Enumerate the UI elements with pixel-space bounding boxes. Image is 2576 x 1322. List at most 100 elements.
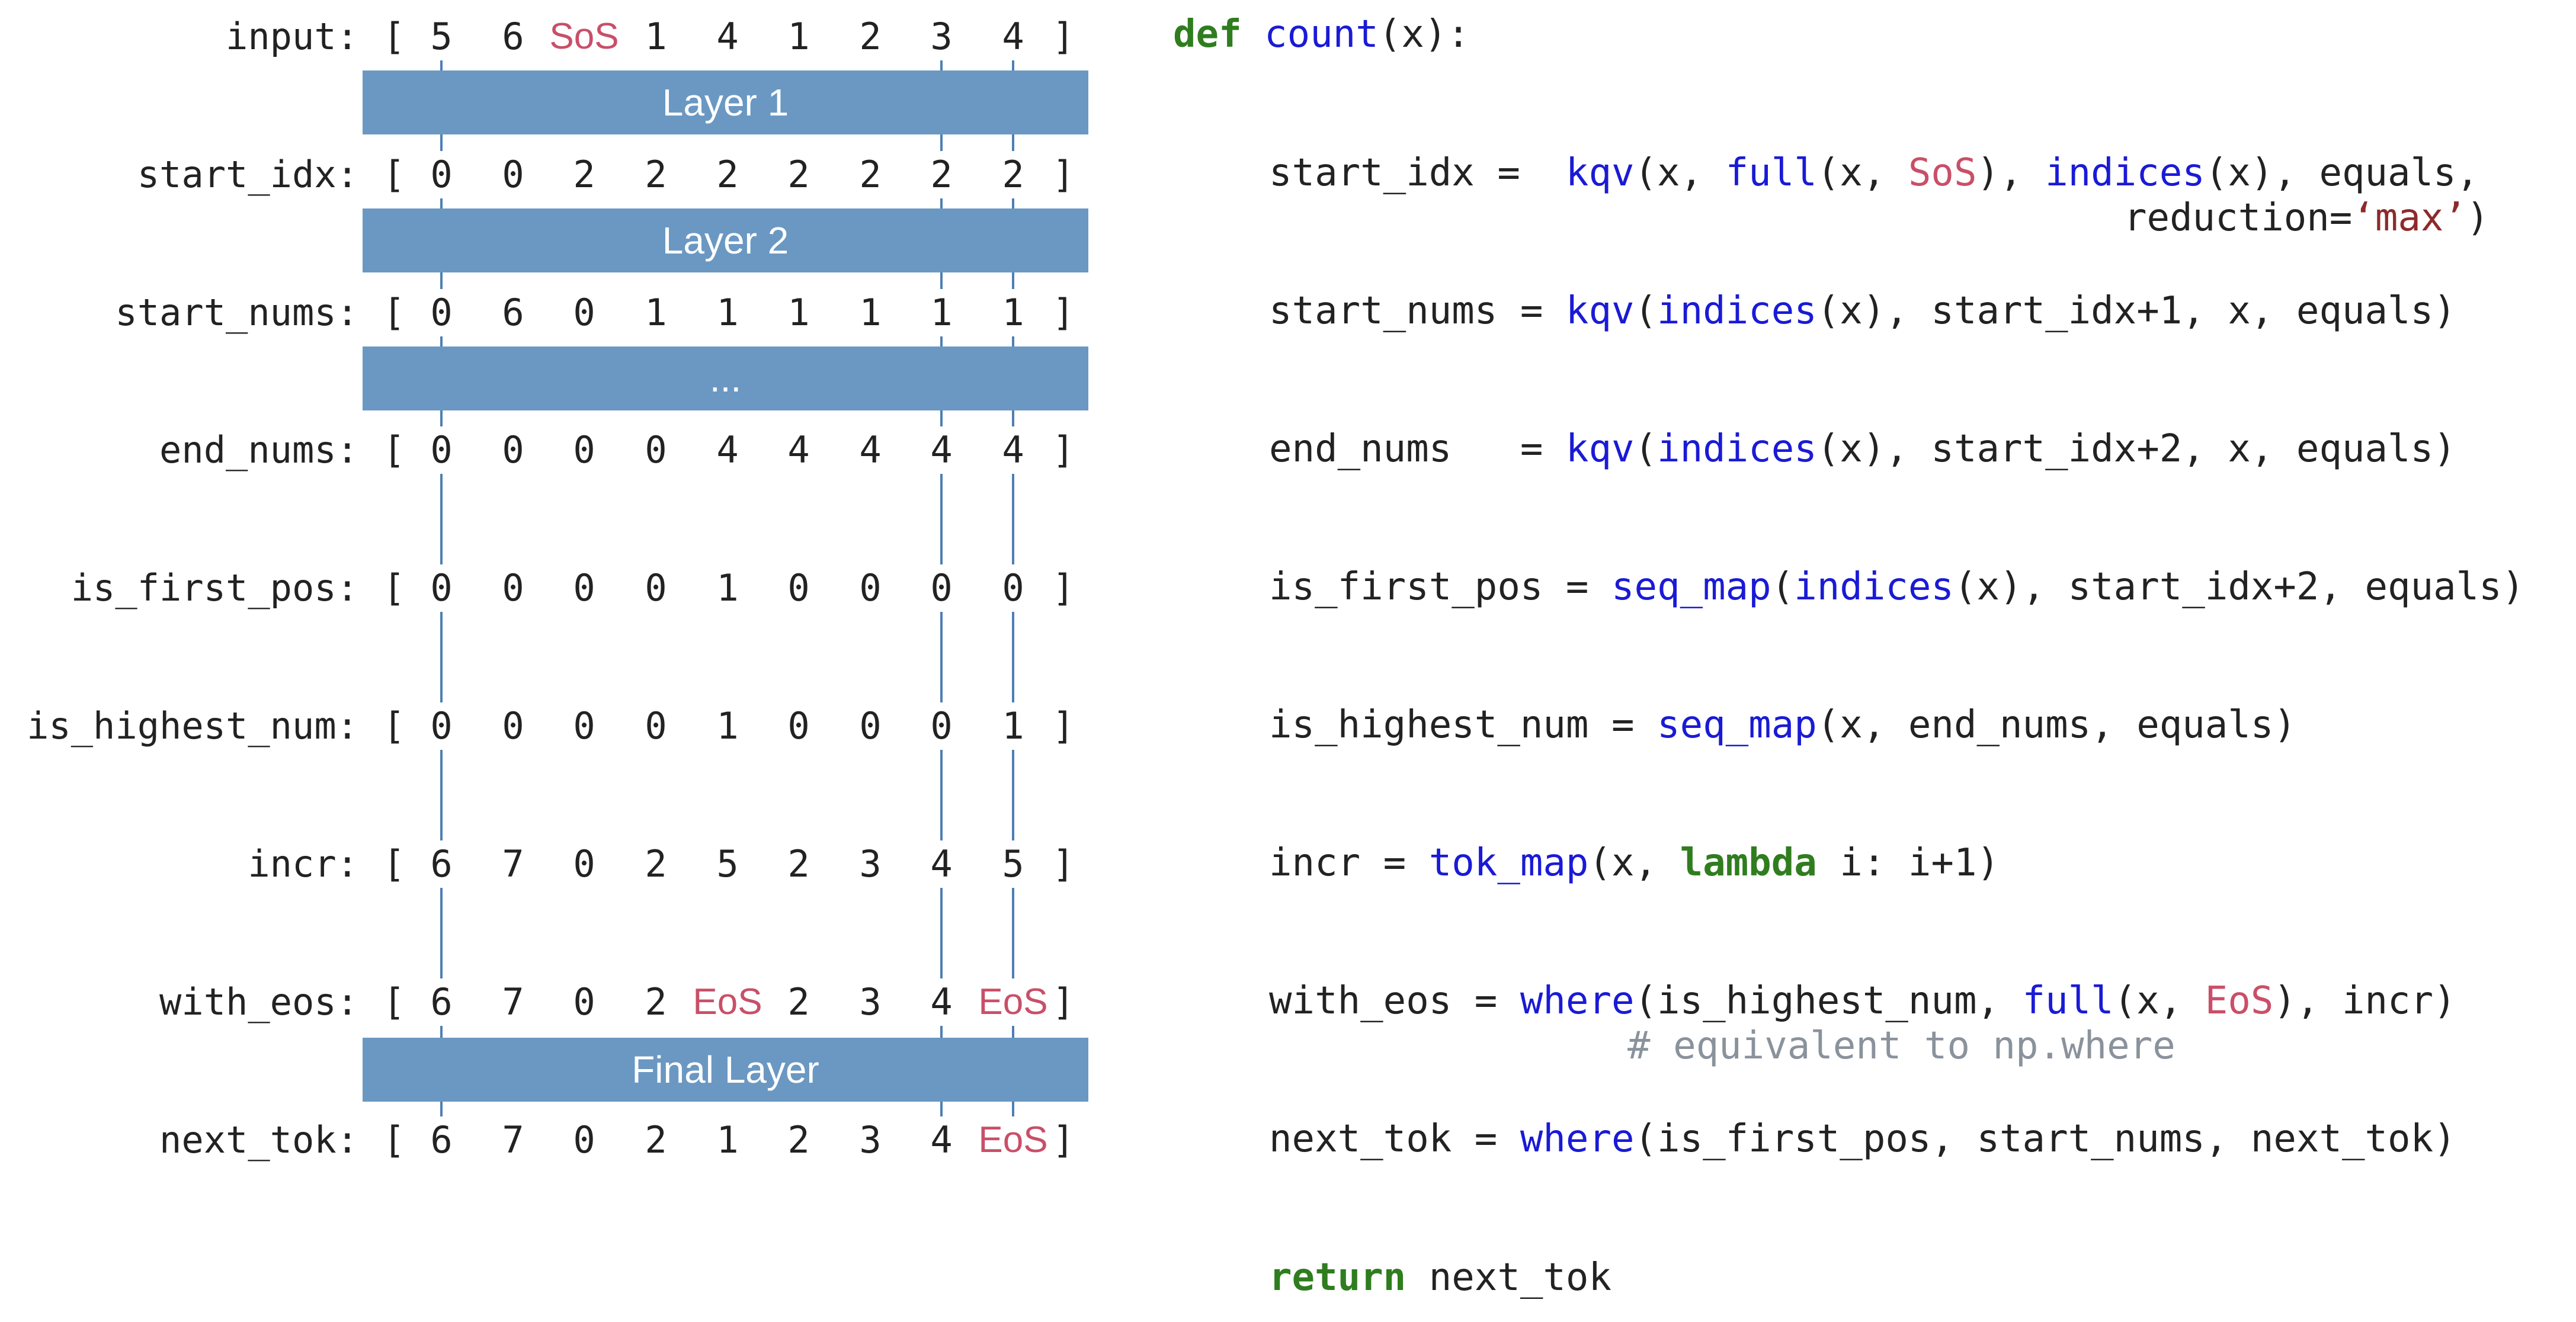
token-cell: 6 xyxy=(421,978,462,1026)
token-cell: 4 xyxy=(921,426,962,474)
token-cell: 5 xyxy=(992,840,1034,888)
code-function: seq_map xyxy=(1611,565,1771,609)
token-cell: 0 xyxy=(635,564,677,612)
code-line: return next_tok xyxy=(1269,1254,1611,1301)
token-cell: 4 xyxy=(992,426,1034,474)
token-cell: 7 xyxy=(492,978,534,1026)
token-cell: 0 xyxy=(563,426,605,474)
code-function: where xyxy=(1520,979,1635,1023)
code-line: is_highest_num = seq_map(x, end_nums, eq… xyxy=(1269,701,2296,749)
close-bracket: ] xyxy=(1052,428,1075,471)
code-text: ), xyxy=(1976,151,2046,195)
code-text: start_nums = xyxy=(1269,289,1566,333)
code-comment: # equivalent to np.where xyxy=(1627,1024,2175,1068)
code-text: next_tok xyxy=(1406,1256,1611,1299)
code-text: incr = xyxy=(1269,841,1429,885)
token-cell: 0 xyxy=(563,840,605,888)
row-label: is_first_pos: xyxy=(71,566,358,609)
token-cell: 1 xyxy=(921,289,962,336)
code-function: where xyxy=(1520,1117,1635,1161)
open-bracket: [ xyxy=(383,291,405,334)
open-bracket: [ xyxy=(383,153,405,196)
token-cell: 2 xyxy=(850,151,891,198)
token-cell: 5 xyxy=(707,840,748,888)
close-bracket: ] xyxy=(1052,15,1075,58)
token-cell: 6 xyxy=(492,289,534,336)
code-function: seq_map xyxy=(1657,703,1817,747)
token-cell: 4 xyxy=(778,426,819,474)
code-line: reduction=‘max’) xyxy=(2124,194,2490,242)
token-cell: 0 xyxy=(921,564,962,612)
token-cell: 2 xyxy=(992,151,1034,198)
token-cell: 2 xyxy=(707,151,748,198)
code-keyword: lambda xyxy=(1680,841,1817,885)
code-function: indices xyxy=(1794,565,1954,609)
code-text: ( xyxy=(1634,289,1658,333)
row-label: with_eos: xyxy=(159,980,358,1023)
special-token-cell: EoS xyxy=(689,978,766,1026)
token-cell: 2 xyxy=(635,978,677,1026)
code-function: indices xyxy=(1657,289,1817,333)
open-bracket: [ xyxy=(383,566,405,609)
code-function: kqv xyxy=(1565,289,1635,333)
token-cell: 1 xyxy=(992,289,1034,336)
code-function: indices xyxy=(1657,427,1817,471)
code-line: incr = tok_map(x, lambda i: i+1) xyxy=(1269,839,2000,887)
token-cell: 2 xyxy=(778,1116,819,1164)
token-cell: 2 xyxy=(563,151,605,198)
close-bracket: ] xyxy=(1052,980,1075,1023)
code-line: # equivalent to np.where xyxy=(1627,1022,2175,1070)
token-cell: 4 xyxy=(921,978,962,1026)
code-function: kqv xyxy=(1565,151,1635,195)
row-label: input: xyxy=(226,15,358,58)
code-function: indices xyxy=(2045,151,2205,195)
code-text: (is_highest_num, xyxy=(1634,979,2023,1023)
special-token-cell: EoS xyxy=(975,1116,1052,1164)
code-string: ‘max’ xyxy=(2352,196,2466,240)
close-bracket: ] xyxy=(1052,153,1075,196)
code-line: def count(x): xyxy=(1173,11,1470,58)
token-cell: 2 xyxy=(635,840,677,888)
close-bracket: ] xyxy=(1052,704,1075,747)
code-text: reduction= xyxy=(2124,196,2353,240)
layer-bar: Layer 2 xyxy=(363,208,1088,272)
token-cell: 1 xyxy=(992,702,1034,750)
code-text: (x), start_idx+2, x, equals) xyxy=(1816,427,2456,471)
token-cell: 0 xyxy=(563,702,605,750)
token-cell: 2 xyxy=(635,1116,677,1164)
open-bracket: [ xyxy=(383,1118,405,1161)
row-label: next_tok: xyxy=(159,1118,358,1161)
token-cell: 3 xyxy=(850,1116,891,1164)
token-cell: 0 xyxy=(421,151,462,198)
code-text: end_nums = xyxy=(1269,427,1566,471)
code-keyword: def xyxy=(1173,12,1242,56)
token-cell: 0 xyxy=(635,426,677,474)
layer-bar: ... xyxy=(363,346,1088,410)
token-cell: 0 xyxy=(492,151,534,198)
code-text xyxy=(1242,12,1265,56)
code-text: (x, end_nums, equals) xyxy=(1816,703,2296,747)
token-cell: 0 xyxy=(563,564,605,612)
token-cell: 0 xyxy=(635,702,677,750)
code-function: tok_map xyxy=(1428,841,1589,885)
code-function: full xyxy=(2022,979,2114,1023)
code-text: (x, xyxy=(1588,841,1680,885)
token-cell: 0 xyxy=(778,564,819,612)
code-text: (x), start_idx+2, equals) xyxy=(1953,565,2525,609)
code-function: count xyxy=(1264,12,1379,56)
token-cell: 6 xyxy=(492,13,534,60)
token-cell: 2 xyxy=(635,151,677,198)
row-label: end_nums: xyxy=(159,428,358,471)
token-cell: 0 xyxy=(992,564,1034,612)
code-text: (x): xyxy=(1378,12,1470,56)
open-bracket: [ xyxy=(383,704,405,747)
token-cell: 1 xyxy=(778,289,819,336)
token-cell: 7 xyxy=(492,1116,534,1164)
code-text: (x, xyxy=(1816,151,1908,195)
token-cell: 2 xyxy=(778,840,819,888)
code-text: ( xyxy=(1634,427,1658,471)
token-cell: 1 xyxy=(850,289,891,336)
open-bracket: [ xyxy=(383,842,405,885)
code-text: (x, xyxy=(2113,979,2205,1023)
